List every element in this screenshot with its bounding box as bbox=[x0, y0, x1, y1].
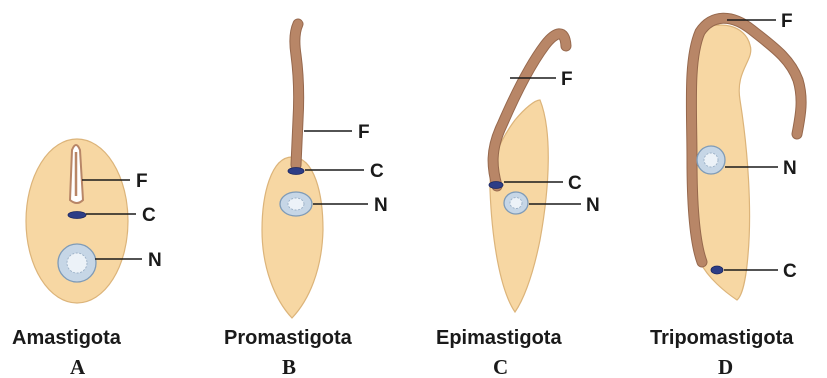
stage-amastigota: F C N Amastigota A bbox=[12, 139, 162, 378]
tripomastigota-name: Tripomastigota bbox=[650, 327, 794, 349]
epimastigota-kinetoplast-label: C bbox=[568, 173, 582, 194]
amastigota-name: Amastigota bbox=[12, 327, 122, 349]
stage-epimastigota: F C N Epimastigota C bbox=[436, 34, 600, 378]
tripomastigota-nucleus-label: N bbox=[783, 158, 797, 179]
promastigota-letter: B bbox=[282, 355, 296, 378]
epimastigota-nucleolus bbox=[510, 198, 522, 209]
tripomastigota-kinetoplast bbox=[711, 266, 723, 274]
tripomastigota-nucleolus bbox=[704, 153, 718, 167]
amastigota-kinetoplast-label: C bbox=[142, 205, 156, 226]
promastigota-flagellum bbox=[295, 24, 299, 165]
promastigota-nucleolus bbox=[288, 198, 304, 210]
epimastigota-nucleus-label: N bbox=[586, 195, 600, 216]
epimastigota-letter: C bbox=[493, 355, 508, 378]
stage-tripomastigota: F N C Tripomastigota D bbox=[650, 11, 801, 378]
amastigota-kinetoplast bbox=[68, 212, 86, 219]
tripomastigota-flagellum-label: F bbox=[781, 11, 793, 32]
tripomastigota-kinetoplast-label: C bbox=[783, 261, 797, 282]
tripomastigota-letter: D bbox=[718, 355, 733, 378]
amastigota-nucleus-label: N bbox=[148, 250, 162, 271]
promastigota-flagellum-label: F bbox=[358, 122, 370, 143]
promastigota-name: Promastigota bbox=[224, 327, 353, 349]
epimastigota-name: Epimastigota bbox=[436, 327, 562, 349]
promastigota-kinetoplast bbox=[288, 168, 304, 175]
stage-promastigota: F C N Promastigota B bbox=[224, 24, 388, 378]
promastigota-kinetoplast-label: C bbox=[370, 161, 384, 182]
amastigota-nucleolus bbox=[67, 253, 87, 273]
promastigota-cell-body bbox=[262, 157, 323, 318]
amastigota-letter: A bbox=[70, 355, 86, 378]
epimastigota-kinetoplast bbox=[489, 182, 503, 189]
promastigota-nucleus-label: N bbox=[374, 195, 388, 216]
epimastigota-flagellum-label: F bbox=[561, 69, 573, 90]
amastigota-flagellum-label: F bbox=[136, 171, 148, 192]
